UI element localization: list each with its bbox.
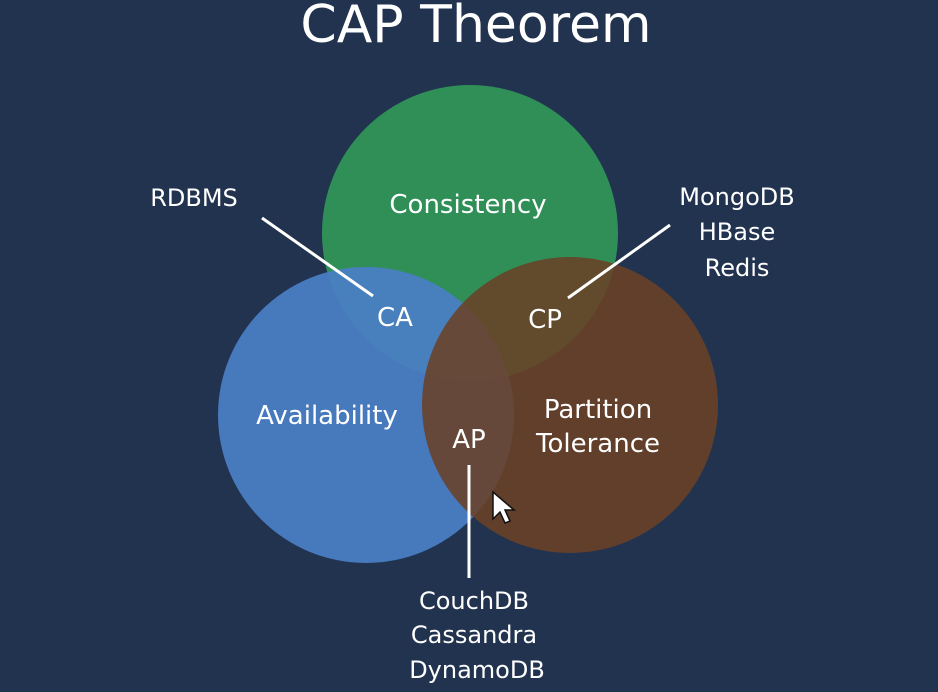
ca-label: CA <box>377 303 413 333</box>
partition-tolerance-label-line-2: Tolerance <box>535 429 660 459</box>
ap-label: AP <box>452 425 485 455</box>
cp-label: CP <box>528 305 562 335</box>
cp-example-hbase: HBase <box>699 218 776 246</box>
diagram-title: CAP Theorem <box>300 0 651 55</box>
consistency-label: Consistency <box>389 190 546 220</box>
ap-example-couchdb: CouchDB <box>419 587 529 615</box>
cp-example-mongodb: MongoDB <box>679 183 794 211</box>
ca-example-rdbms: RDBMS <box>150 184 238 212</box>
partition-tolerance-label-line-1: Partition <box>544 395 652 425</box>
rdbms-leader-line <box>261 216 374 298</box>
availability-label: Availability <box>256 401 398 431</box>
mouse-cursor-icon <box>492 490 517 524</box>
ap-example-dynamodb: DynamoDB <box>409 656 545 684</box>
partition-tolerance-circle <box>422 257 718 553</box>
cp-example-redis: Redis <box>705 254 770 282</box>
ap-example-cassandra: Cassandra <box>411 621 537 649</box>
cp-examples-leader-line <box>567 223 671 300</box>
